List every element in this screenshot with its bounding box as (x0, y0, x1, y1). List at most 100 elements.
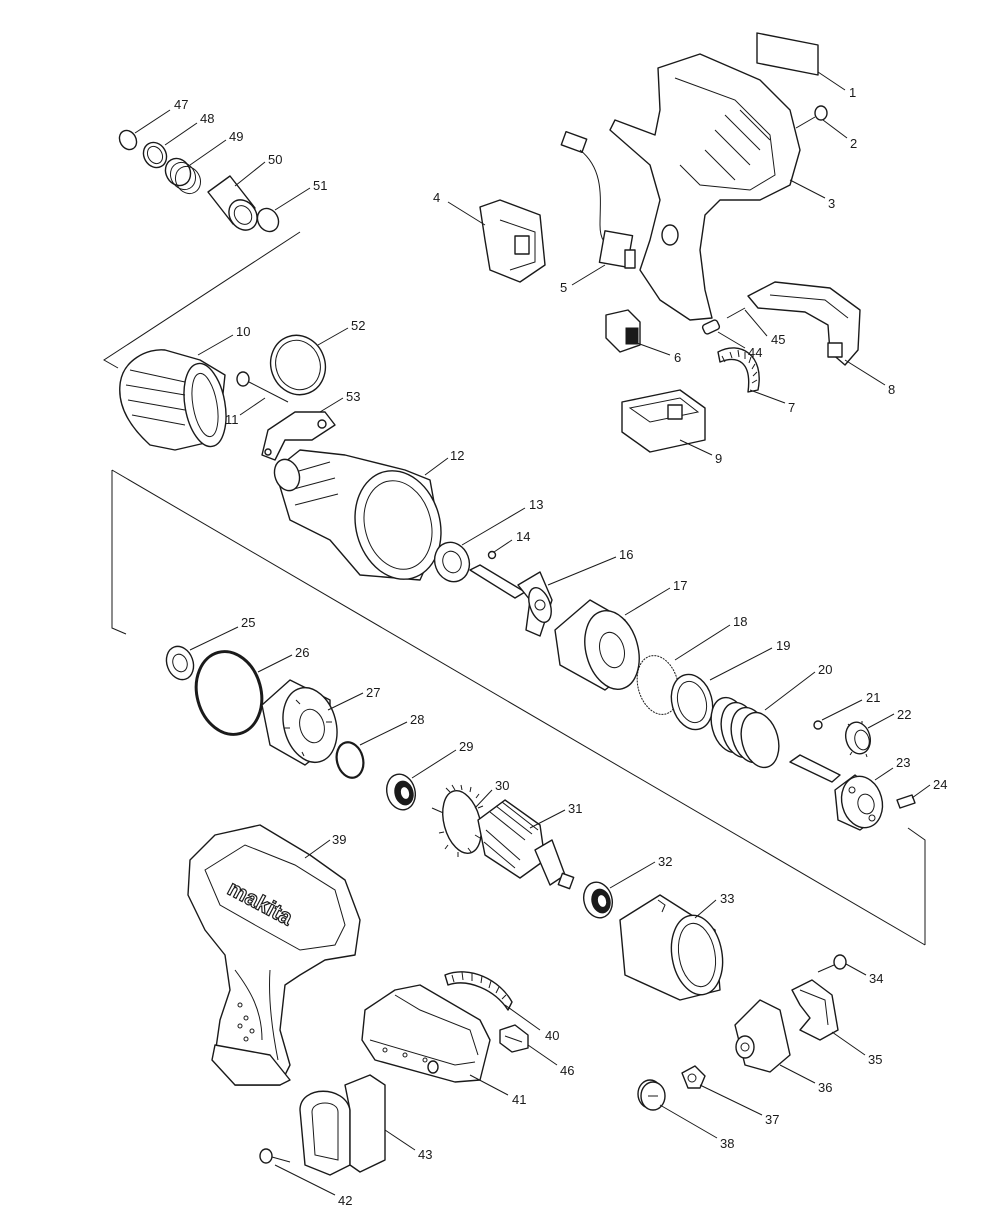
callout-number: 53 (346, 389, 360, 404)
gear-group-bracket (907, 827, 926, 945)
part-49-compression-spring (164, 157, 202, 195)
callout-number: 36 (818, 1080, 832, 1095)
callout-labels: 1 2 3 4 5 6 7 8 9 10 11 12 13 14 16 17 1… (134, 71, 947, 1208)
part-44-spring (701, 319, 721, 335)
callout-49: 49 (189, 129, 243, 166)
callout-20: 20 (764, 662, 832, 711)
callout-number: 46 (560, 1063, 574, 1078)
callout-number: 30 (495, 778, 509, 793)
callout-number: 7 (788, 400, 795, 415)
callout-number: 41 (512, 1092, 526, 1107)
callout-number: 21 (866, 690, 880, 705)
callout-47: 47 (134, 97, 188, 134)
callout-13: 13 (461, 497, 543, 546)
callout-7: 7 (749, 389, 795, 415)
part-52-o-ring (269, 334, 327, 396)
callout-number: 44 (748, 345, 762, 360)
callout-number: 50 (268, 152, 282, 167)
callout-number: 37 (765, 1112, 779, 1127)
callout-number: 12 (450, 448, 464, 463)
callout-35: 35 (831, 1031, 882, 1067)
callout-26: 26 (257, 645, 309, 673)
callout-12: 12 (424, 448, 464, 476)
callout-number: 4 (433, 190, 440, 205)
callout-number: 32 (658, 854, 672, 869)
part-48-ring (142, 141, 168, 169)
callout-36: 36 (779, 1064, 832, 1095)
callout-number: 20 (818, 662, 832, 677)
callout-number: 23 (896, 755, 910, 770)
callout-25: 25 (189, 615, 255, 651)
callout-50: 50 (234, 152, 282, 187)
part-25-flat-washer (165, 645, 195, 681)
part-24-pin (896, 794, 916, 809)
part-31-rotor (477, 799, 575, 890)
callout-number: 38 (720, 1136, 734, 1151)
callout-number: 22 (897, 707, 911, 722)
callout-number: 16 (619, 547, 633, 562)
callout-48: 48 (164, 111, 214, 146)
part-22-planet-gear (844, 721, 872, 758)
motor-group-bracket (111, 470, 127, 635)
part-9-controller (621, 389, 706, 453)
callout-22: 22 (867, 707, 911, 729)
part-32-ball-bearing (582, 881, 614, 919)
callout-6: 6 (636, 342, 681, 365)
part-11-bolt (236, 371, 289, 403)
callout-45: 45 (744, 309, 785, 347)
callout-number: 17 (673, 578, 687, 593)
callout-number: 18 (733, 614, 747, 629)
chuck-group-bracket (103, 231, 301, 369)
callout-number: 27 (366, 685, 380, 700)
part-6-switch-lever (605, 309, 641, 353)
part-21-steel-ball (813, 720, 823, 730)
part-26-o-ring (194, 650, 264, 736)
part-38-brush-cap (637, 1079, 666, 1111)
part-47-retaining-ring (118, 129, 138, 151)
part-40-rubber-strip (444, 971, 513, 1011)
callout-32: 32 (609, 854, 672, 889)
part-53-bracket (261, 411, 336, 461)
callout-24: 24 (911, 777, 947, 799)
part-42-screw (259, 1148, 291, 1164)
part-5-lead-wire (560, 130, 636, 269)
callout-number: 49 (229, 129, 243, 144)
callout-27: 27 (327, 685, 380, 711)
part-33-stator (619, 894, 724, 1001)
part-23-gear-spindle (789, 754, 884, 831)
callout-29: 29 (411, 739, 473, 779)
callout-number: 28 (410, 712, 424, 727)
assembly-divider-line (111, 469, 926, 946)
callout-4: 4 (433, 190, 486, 226)
callout-19: 19 (709, 638, 790, 681)
callout-number: 45 (771, 332, 785, 347)
part-50-sleeve (207, 175, 258, 231)
callout-34: 34 (845, 963, 883, 986)
callout-10: 10 (197, 324, 250, 356)
callout-number: 14 (516, 529, 530, 544)
part-10-hammer-case-cover (119, 349, 227, 451)
callout-9: 9 (679, 439, 722, 466)
callout-number: 34 (869, 971, 883, 986)
part-37-carbon-brush (681, 1065, 706, 1089)
callout-number: 42 (338, 1193, 352, 1208)
callout-number: 3 (828, 196, 835, 211)
callout-number: 47 (174, 97, 188, 112)
callout-number: 11 (225, 412, 239, 427)
callout-8: 8 (844, 359, 895, 397)
callout-43: 43 (384, 1129, 432, 1162)
callout-28: 28 (359, 712, 424, 746)
callout-39: 39 (304, 832, 346, 859)
part-17-hammer (554, 599, 640, 691)
callout-number: 19 (776, 638, 790, 653)
part-19-flat-washer (670, 673, 714, 731)
callout-37: 37 (699, 1084, 779, 1127)
part-41-battery-cover (361, 984, 491, 1083)
callout-number: 35 (868, 1052, 882, 1067)
callout-number: 52 (351, 318, 365, 333)
part-36-brush-holder-base (734, 999, 791, 1073)
callout-number: 24 (933, 777, 947, 792)
callout-number: 43 (418, 1147, 432, 1162)
callout-number: 48 (200, 111, 214, 126)
